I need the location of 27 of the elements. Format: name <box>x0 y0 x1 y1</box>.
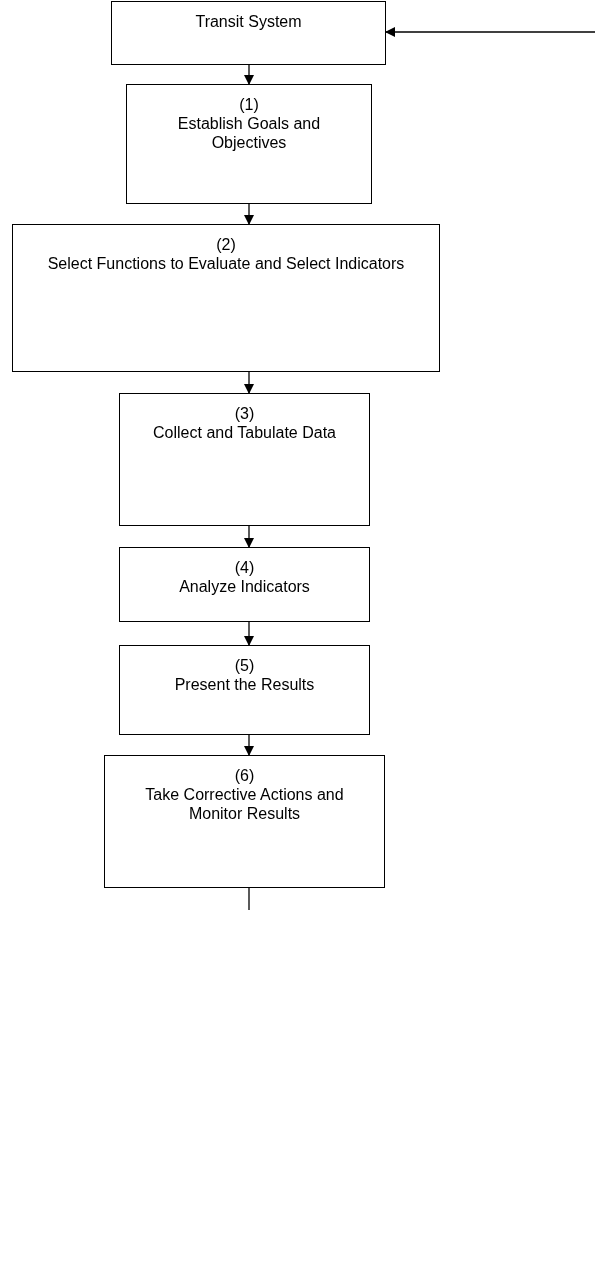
process-box <box>119 645 370 735</box>
arrow <box>244 203 254 225</box>
step-text: (6) <box>234 766 255 785</box>
process-box <box>104 755 385 888</box>
step-text: Transit System <box>195 12 302 31</box>
step-text: (4) <box>234 558 255 577</box>
arrow <box>244 525 254 548</box>
arrow <box>244 371 254 394</box>
step-text: Establish Goals and Objectives <box>176 114 322 152</box>
step-text: Take Corrective Actions and Monitor Results <box>144 785 345 823</box>
step-text: (3) <box>234 404 255 423</box>
process-box <box>111 1 386 65</box>
arrow <box>244 734 254 756</box>
step-text: Present the Results <box>174 675 315 694</box>
process-box <box>119 547 370 622</box>
arrow <box>244 621 254 646</box>
arrow <box>244 64 254 85</box>
process-box <box>12 224 440 372</box>
process-box <box>126 84 372 204</box>
step-text: Analyze Indicators <box>179 577 310 596</box>
step-text: (2) <box>216 235 236 254</box>
step-text: (1) <box>239 95 259 114</box>
process-box <box>119 393 370 526</box>
arrow <box>385 27 595 37</box>
step-text: Select Functions to Evaluate and Select Indicators <box>47 254 405 273</box>
step-text: (5) <box>234 656 255 675</box>
step-text: Collect and Tabulate Data <box>153 423 336 442</box>
